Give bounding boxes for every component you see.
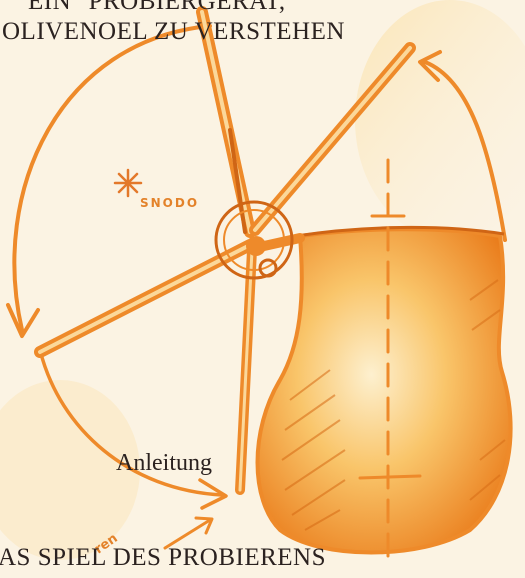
star-icon [115,170,141,196]
anleitung-label: Anleitung [116,450,212,477]
spoke-edge [40,245,250,352]
arrow-head [8,305,38,336]
caption-top-line-2: OLIVENOEL ZU VERSTEHEN [2,18,345,46]
snodo-label: SNODO [140,196,199,210]
hub [246,236,266,256]
caption-top-line-1: EIN "PROBIERGERAT, [28,0,286,16]
jar-body [258,229,511,552]
jar-guide-line [360,476,420,478]
caption-bottom: AS SPIEL DES PROBIERENS [0,544,326,572]
